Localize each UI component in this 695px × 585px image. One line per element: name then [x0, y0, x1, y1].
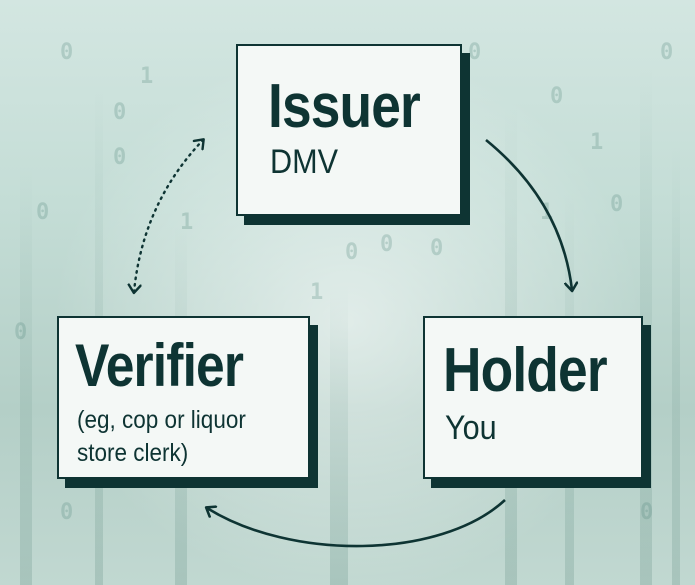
issuer-title: Issuer [268, 72, 421, 141]
holder-subtitle: You [445, 409, 497, 447]
arrow-verifier-issuer-dotted [134, 140, 203, 292]
verifier-subtitle-line1: (eg, cop or liquor [77, 406, 246, 434]
verifier-node: Verifier (eg, cop or liquor store clerk) [57, 316, 310, 479]
issuer-node: Issuer DMV [236, 44, 462, 216]
verifier-subtitle-line2: store clerk) [77, 439, 189, 467]
arrow-holder-to-verifier [207, 499, 506, 548]
holder-node: Holder You [423, 316, 643, 479]
holder-title: Holder [443, 336, 608, 405]
arrow-issuer-to-holder [485, 138, 572, 290]
issuer-subtitle: DMV [270, 143, 339, 181]
verifier-title: Verifier [75, 332, 244, 399]
